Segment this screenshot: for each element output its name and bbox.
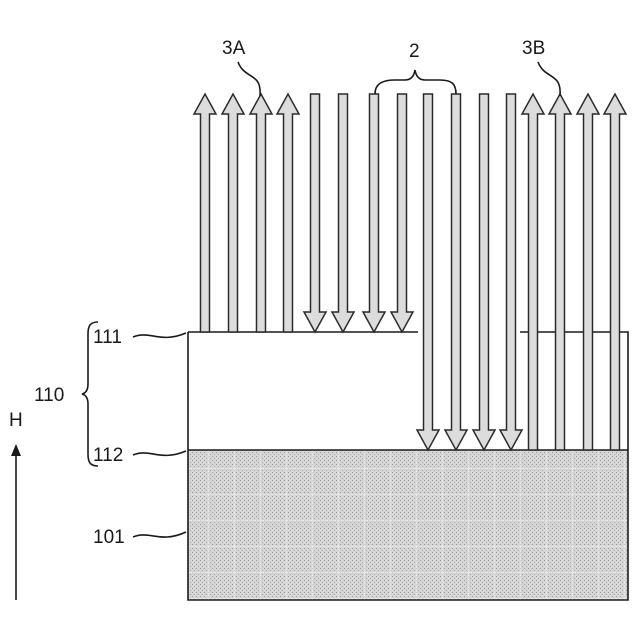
label-112: 112 bbox=[93, 445, 123, 466]
left-group-arrow-2 bbox=[222, 94, 244, 332]
center-group-deep-arrow-3 bbox=[473, 94, 495, 450]
center-group-deep-arrow-1 bbox=[417, 94, 439, 450]
leader-101 bbox=[133, 532, 186, 537]
substrate-grid-overlay bbox=[188, 450, 628, 600]
center-group-deep-arrow-2 bbox=[445, 94, 467, 450]
left-group-arrow-4 bbox=[277, 94, 299, 332]
leader-111 bbox=[133, 333, 186, 337]
right-group-arrow-3 bbox=[577, 94, 599, 450]
label-3B: 3B bbox=[522, 38, 545, 59]
label-110: 110 bbox=[34, 385, 64, 406]
label-3A: 3A bbox=[222, 38, 246, 59]
leader-112 bbox=[133, 451, 186, 455]
right-group-arrow-1 bbox=[522, 94, 544, 450]
label-2: 2 bbox=[409, 41, 420, 62]
right-group-arrow-2 bbox=[549, 94, 571, 450]
label-111: 111 bbox=[93, 327, 122, 348]
leader-3B bbox=[538, 62, 560, 96]
label-101: 101 bbox=[93, 527, 125, 548]
brace-2 bbox=[375, 70, 456, 94]
center-group-shallow-arrow-3 bbox=[363, 94, 385, 332]
leader-3A bbox=[238, 62, 260, 96]
center-group-shallow-arrow-2 bbox=[332, 94, 354, 332]
right-group-arrow-4 bbox=[604, 94, 626, 450]
left-group-arrow-3 bbox=[250, 94, 272, 332]
height-axis-arrowhead bbox=[11, 444, 21, 456]
label-H: H bbox=[9, 410, 23, 431]
center-group-shallow-arrow-1 bbox=[304, 94, 326, 332]
left-group-arrow-1 bbox=[194, 94, 216, 332]
center-group-deep-arrow-4 bbox=[500, 94, 522, 450]
center-group-shallow-arrow-4 bbox=[391, 94, 413, 332]
arrow-layer bbox=[194, 94, 626, 450]
